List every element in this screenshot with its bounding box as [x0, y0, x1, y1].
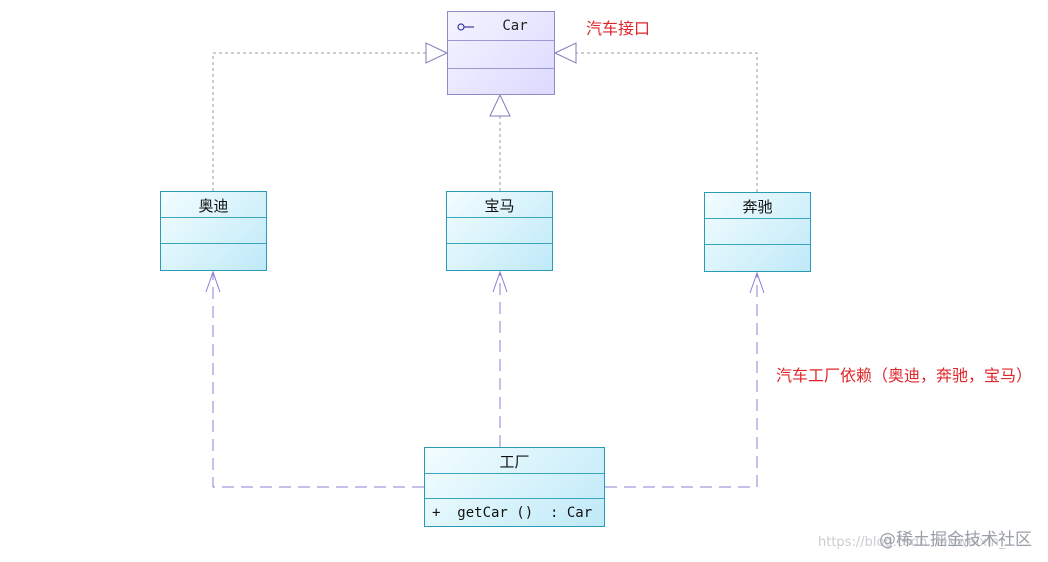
dependency-arrowhead-audi	[205, 270, 221, 293]
car-interface-box[interactable]: Car	[447, 11, 555, 95]
factory-attributes	[425, 474, 604, 499]
car-interface-name-section: Car	[448, 12, 554, 41]
interface-note: 汽车接口	[586, 19, 651, 38]
realization-arrowhead-bmw	[489, 93, 511, 117]
benz-class-box[interactable]: 奔驰	[704, 192, 811, 272]
audi-operations	[161, 244, 266, 270]
bmw-attributes	[447, 218, 552, 244]
car-interface-name: Car	[502, 18, 528, 34]
audi-name-section: 奥迪	[161, 192, 266, 218]
factory-name-section: 工厂	[425, 448, 604, 474]
factory-class-name: 工厂	[499, 453, 530, 471]
audi-class-name: 奥迪	[198, 197, 229, 215]
dependency-line-benz	[605, 274, 758, 488]
realization-arrowhead-benz	[553, 42, 577, 64]
bmw-class-box[interactable]: 宝马	[446, 191, 553, 271]
realization-line-audi	[212, 52, 426, 191]
bmw-operations	[447, 244, 552, 270]
benz-attributes	[705, 219, 810, 245]
benz-name-section: 奔驰	[705, 193, 810, 219]
dependency-arrowhead-bmw	[492, 270, 508, 293]
watermark-brand: @稀土掘金技术社区	[879, 530, 1032, 550]
benz-operations	[705, 245, 810, 271]
bmw-class-name: 宝马	[484, 197, 515, 215]
benz-class-name: 奔驰	[742, 198, 773, 216]
audi-attributes	[161, 218, 266, 244]
bmw-name-section: 宝马	[447, 192, 552, 218]
factory-getcar-method: + getCar () : Car	[432, 505, 593, 521]
watermark-url: https://blog.csdn.net/weixin_	[818, 535, 1006, 550]
dependency-arrowhead-benz	[749, 271, 765, 294]
audi-class-box[interactable]: 奥迪	[160, 191, 267, 271]
car-interface-operations	[448, 69, 554, 95]
realization-arrowhead-audi	[425, 42, 449, 64]
factory-class-box[interactable]: 工厂 + getCar () : Car	[424, 447, 605, 527]
factory-dependency-note: 汽车工厂依赖（奥迪，奔驰，宝马）	[776, 366, 1033, 385]
interface-lollipop-icon	[457, 23, 474, 31]
car-interface-attributes	[448, 41, 554, 69]
factory-operations: + getCar () : Car	[425, 499, 604, 527]
realization-line-benz	[576, 52, 758, 192]
dependency-line-audi	[212, 273, 424, 488]
